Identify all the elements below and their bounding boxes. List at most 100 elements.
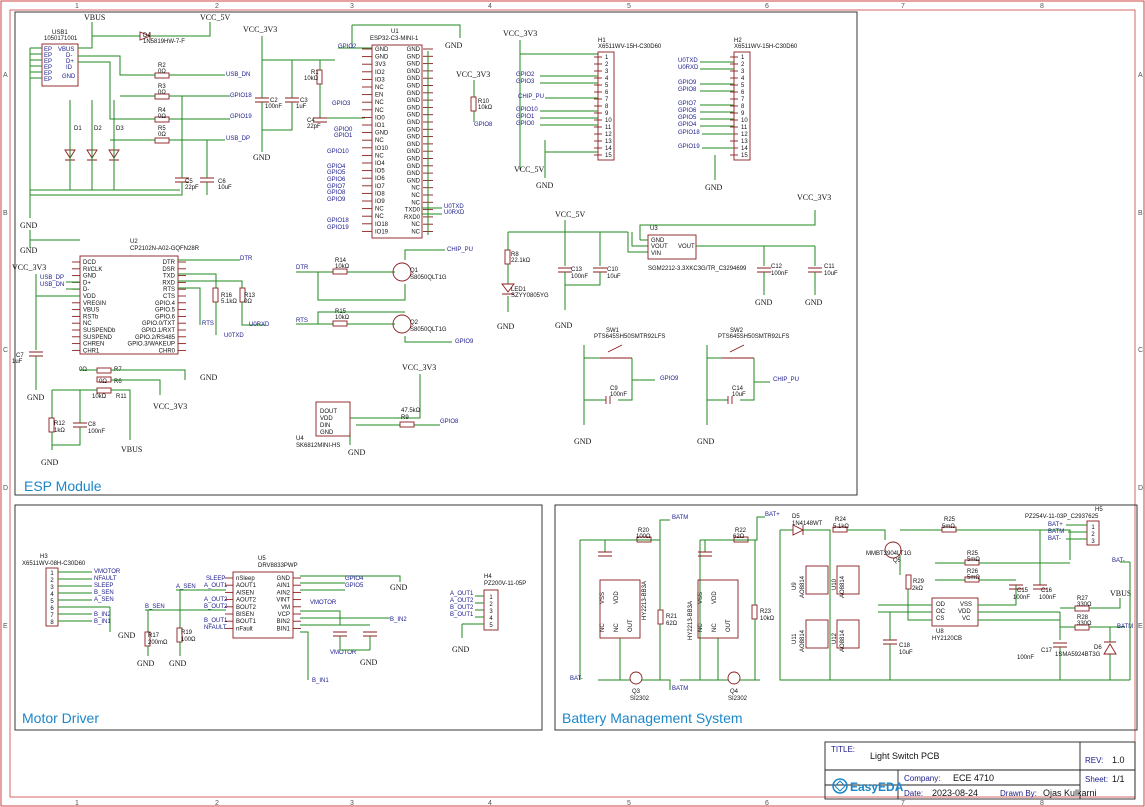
svg-text:GND: GND [574,437,592,446]
u2-right-pin-4: RTS [163,287,175,293]
u5-right-pin-1: AIN1 [277,583,291,589]
title-block: TITLE: Light Switch PCB REV: 1.0 Company… [824,741,1136,800]
section-battery-management: Battery Management System BATM R20 100Ω … [554,504,1138,731]
svg-text:VCC_5V: VCC_5V [200,13,230,22]
svg-text:C16: C16 [1041,588,1053,594]
sw1-button: SW1 PTS645SH50SMTR92LFS [594,328,665,359]
svg-text:GPIO10: GPIO10 [327,149,349,155]
svg-text:GPIO7: GPIO7 [678,101,697,107]
svg-text:1N5819HW-7-F: 1N5819HW-7-F [143,39,185,45]
svg-text:B: B [1138,210,1143,217]
svg-text:D+: D+ [66,59,74,65]
svg-text:PTS645SH50SMTR92LFS: PTS645SH50SMTR92LFS [594,334,665,340]
svg-text:VOUT: VOUT [651,244,668,250]
u1-left-pin-11: GND [375,131,389,137]
svg-text:U0RXD: U0RXD [678,65,699,71]
h1-pin-13: 14 [605,146,612,152]
svg-text:1N4148WT: 1N4148WT [792,521,823,527]
svg-text:100nF: 100nF [610,392,627,398]
svg-text:VCC_3V3: VCC_3V3 [12,263,46,272]
svg-text:GPIO4: GPIO4 [327,164,346,170]
svg-text:GND: GND [697,437,715,446]
svg-text:PZ200V-11-05P: PZ200V-11-05P [484,581,526,587]
svg-text:22pF: 22pF [185,185,199,191]
h3-pin-1: 2 [50,578,54,584]
svg-text:A_SEN: A_SEN [94,597,114,603]
svg-text:VCC_3V3: VCC_3V3 [503,29,537,38]
svg-text:U9: U9 [792,582,798,590]
svg-text:R23: R23 [760,609,772,615]
svg-text:GPIO7: GPIO7 [327,184,346,190]
svg-text:2: 2 [215,800,219,807]
u1-left-pin-19: IO8 [375,191,385,197]
u5-right-pin-3: VINT [276,598,290,604]
svg-text:BAT-: BAT- [570,676,583,682]
svg-text:GPIO2: GPIO2 [516,72,535,78]
u2-left-pin-2: GND [83,274,97,280]
svg-text:GND: GND [320,430,334,436]
svg-text:6: 6 [765,800,769,807]
svg-text:8: 8 [1040,800,1044,807]
svg-text:R4: R4 [158,108,166,114]
svg-text:GPIO1: GPIO1 [516,114,535,120]
svg-text:GPIO10: GPIO10 [516,107,538,113]
grid-rows-left: A B C D E [3,72,8,630]
svg-text:C: C [1138,347,1143,354]
svg-text:OC: OC [936,609,946,615]
svg-text:VDD: VDD [712,591,718,604]
h2-pin-10: 11 [741,125,748,131]
svg-text:100Ω: 100Ω [636,534,651,540]
u1-left-pin-20: IO9 [375,199,385,205]
svg-text:10uF: 10uF [218,185,232,191]
svg-text:U12: U12 [832,632,838,644]
svg-text:A_SEN: A_SEN [176,584,196,590]
svg-text:GND: GND [200,373,218,382]
u5-right-pin-5: VCP [278,612,290,618]
u1-right-pin-20: NC [411,193,420,199]
svg-text:VIN: VIN [651,251,661,257]
u5-right-pin-2: AIN2 [277,590,291,596]
h1-pin-11: 12 [605,132,612,138]
svg-text:CP2102N-A02-GQFN28R: CP2102N-A02-GQFN28R [130,246,200,252]
svg-text:REV:: REV: [1085,756,1103,765]
svg-text:GPIO9: GPIO9 [660,376,679,382]
svg-text:D5: D5 [792,514,800,520]
svg-text:NFAULT: NFAULT [94,576,117,582]
svg-text:8: 8 [1040,3,1044,10]
svg-text:C10: C10 [607,267,619,273]
svg-text:R3: R3 [158,84,166,90]
svg-text:3: 3 [350,3,354,10]
u1-right-pin-11: GND [407,127,421,133]
svg-text:OD: OD [936,602,946,608]
h2-pin-12: 13 [741,139,748,145]
svg-text:1050171001: 1050171001 [44,36,78,42]
h1-pin-7: 8 [605,104,609,110]
svg-text:U5: U5 [258,556,266,562]
svg-text:GND: GND [169,659,187,668]
svg-text:NC: NC [712,623,718,632]
svg-text:330Ω: 330Ω [1077,602,1092,608]
svg-text:GPIO3: GPIO3 [332,101,351,107]
h1-pin-3: 4 [605,76,609,82]
svg-text:B_OUT2: B_OUT2 [450,605,474,611]
u1-right-pin-10: GND [407,120,421,126]
svg-text:EasyEDA: EasyEDA [850,780,904,794]
svg-text:BATM: BATM [672,686,688,692]
svg-text:100nF: 100nF [771,271,788,277]
u1-right-pin-16: GND [407,164,421,170]
h1-pin-2: 3 [605,69,609,75]
u1-right-pin-5: GND [407,84,421,90]
svg-text:330Ω: 330Ω [1077,621,1092,627]
u1-right-pin-22: TXD0 [405,208,421,214]
svg-text:X6511WV-15H-C30D60: X6511WV-15H-C30D60 [734,44,798,50]
svg-text:GPIO1: GPIO1 [334,133,353,139]
svg-text:VC: VC [962,616,971,622]
u1-left-pin-24: IO19 [375,229,389,235]
svg-text:EP: EP [44,77,52,83]
svg-text:C11: C11 [824,264,835,270]
h2-pin-13: 14 [741,146,748,152]
u1-left-pin-5: NC [375,85,384,91]
svg-text:R14: R14 [335,258,347,264]
svg-text:NC: NC [614,623,620,632]
